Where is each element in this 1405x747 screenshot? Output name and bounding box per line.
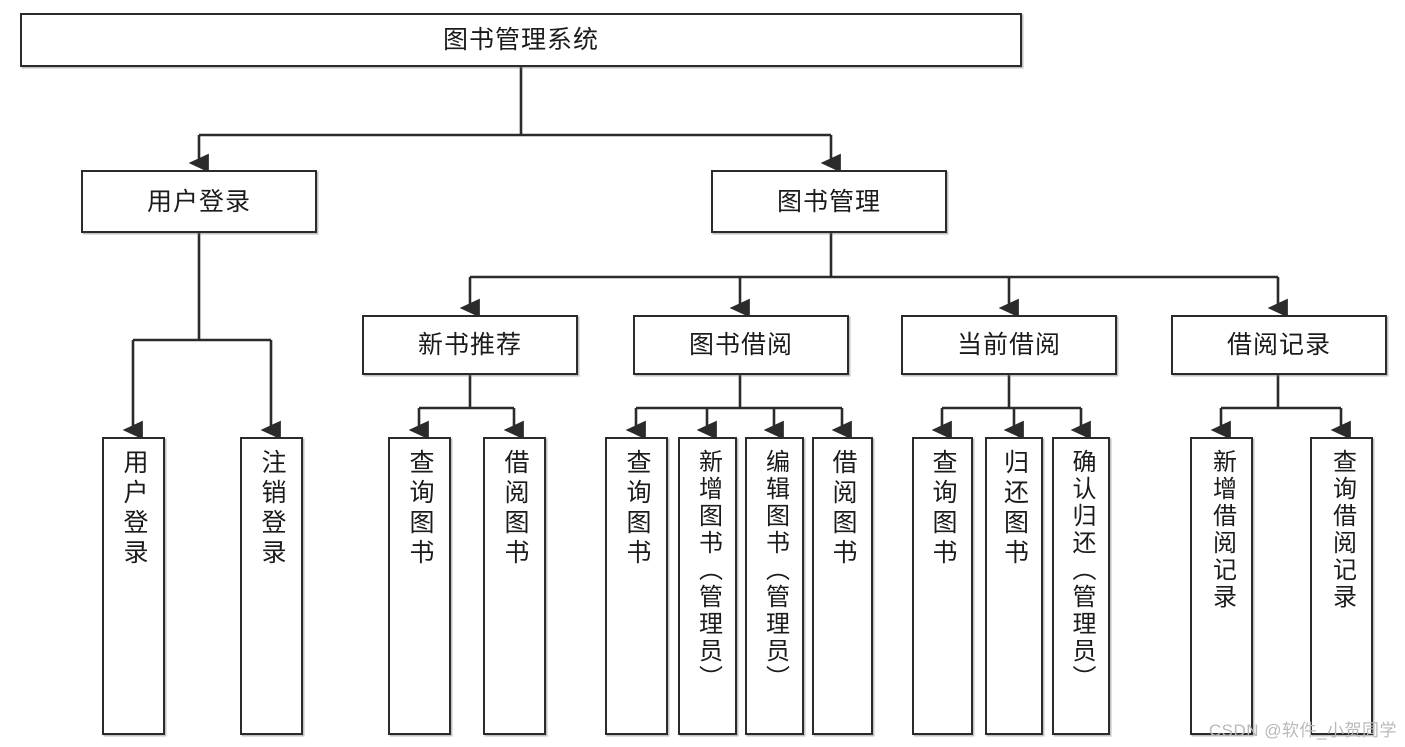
node-label: 用户登录 (120, 449, 148, 569)
node-label: 查询图书 (929, 449, 957, 569)
node-current-borrow[interactable]: 当前借阅 (901, 315, 1117, 375)
node-label: 新增借阅记录 (1208, 449, 1236, 611)
node-leaf-add-book[interactable]: 新增图书（管理员） (678, 437, 737, 735)
node-label: 查询图书 (406, 449, 434, 569)
node-label: 当前借阅 (956, 331, 1061, 359)
node-book-manage[interactable]: 图书管理 (711, 170, 947, 233)
node-borrow-record[interactable]: 借阅记录 (1171, 315, 1387, 375)
node-leaf-query-book-1[interactable]: 查询图书 (388, 437, 451, 735)
node-book-borrow[interactable]: 图书借阅 (633, 315, 849, 375)
node-leaf-user-login[interactable]: 用户登录 (102, 437, 165, 735)
node-label: 新增图书（管理员） (694, 449, 722, 692)
node-label: 借阅图书 (501, 449, 529, 569)
node-label: 借阅记录 (1226, 331, 1331, 359)
node-label: 图书借阅 (688, 331, 793, 359)
watermark-text: CSDN @软件_小贺同学 (1208, 721, 1397, 740)
node-label: 查询借阅记录 (1328, 449, 1356, 611)
node-label: 新书推荐 (417, 331, 522, 359)
node-leaf-query-record[interactable]: 查询借阅记录 (1310, 437, 1373, 735)
node-user-login[interactable]: 用户登录 (81, 170, 317, 233)
node-label: 编辑图书（管理员） (761, 449, 789, 692)
node-label: 借阅图书 (829, 449, 857, 569)
node-label: 注销登录 (258, 449, 286, 569)
node-label: 归还图书 (1000, 449, 1029, 569)
node-new-book-recommend[interactable]: 新书推荐 (362, 315, 578, 375)
node-root-system[interactable]: 图书管理系统 (20, 13, 1022, 67)
node-leaf-query-book-3[interactable]: 查询图书 (912, 437, 973, 735)
node-leaf-borrow-book-2[interactable]: 借阅图书 (812, 437, 873, 735)
node-leaf-add-record[interactable]: 新增借阅记录 (1190, 437, 1253, 735)
node-label: 图书管理 (776, 187, 881, 216)
node-label: 确认归还（管理员） (1068, 449, 1095, 692)
node-label: 图书管理系统 (442, 26, 599, 54)
node-leaf-logout[interactable]: 注销登录 (240, 437, 303, 735)
node-leaf-return-book[interactable]: 归还图书 (985, 437, 1043, 735)
node-label: 查询图书 (623, 449, 651, 569)
node-label: 用户登录 (146, 187, 251, 216)
node-leaf-confirm-return[interactable]: 确认归还（管理员） (1052, 437, 1110, 735)
node-leaf-edit-book[interactable]: 编辑图书（管理员） (745, 437, 804, 735)
node-leaf-query-book-2[interactable]: 查询图书 (605, 437, 668, 735)
node-leaf-borrow-book-1[interactable]: 借阅图书 (483, 437, 546, 735)
